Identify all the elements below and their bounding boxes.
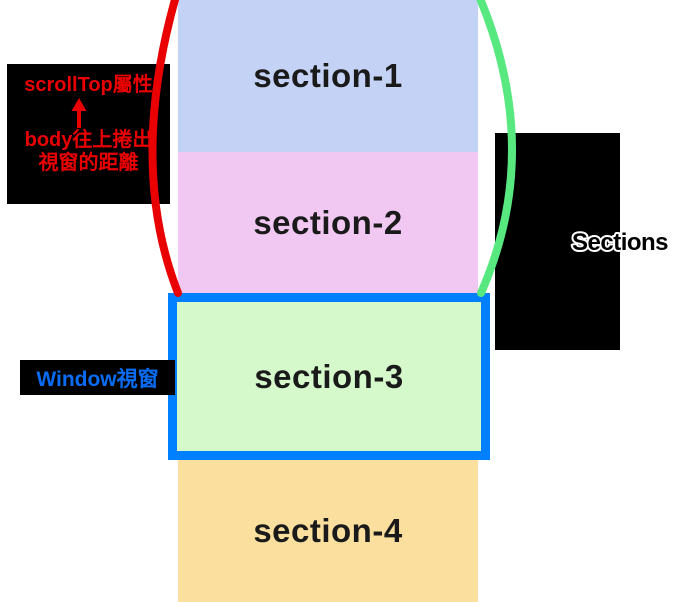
- up-arrow-head: [71, 97, 86, 111]
- window-viewport-frame: section-3: [168, 293, 490, 460]
- arrow-wrap: [0, 97, 160, 129]
- window-label: Window視窗: [36, 367, 159, 391]
- section-4-label: section-4: [253, 512, 403, 549]
- section-4-block: section-4: [178, 460, 478, 602]
- up-arrow-icon: [71, 97, 86, 128]
- scrolltop-desc-line2: 視窗的距離: [38, 152, 139, 174]
- sections-callout-box: [495, 133, 620, 350]
- scrolltop-desc-line1: body往上捲出: [24, 129, 153, 151]
- section-1-block: section-1: [178, 0, 478, 152]
- window-label-box: Window視窗: [20, 360, 175, 395]
- section-2-label: section-2: [253, 203, 403, 241]
- scrolltop-callout-box: scrollTop屬性 body往上捲出 視窗的距離: [7, 64, 170, 204]
- section-2-block: section-2: [178, 152, 478, 293]
- section-3-label: section-3: [254, 357, 404, 395]
- scrolltop-title: scrollTop屬性: [24, 74, 153, 96]
- section-1-label: section-1: [253, 57, 403, 94]
